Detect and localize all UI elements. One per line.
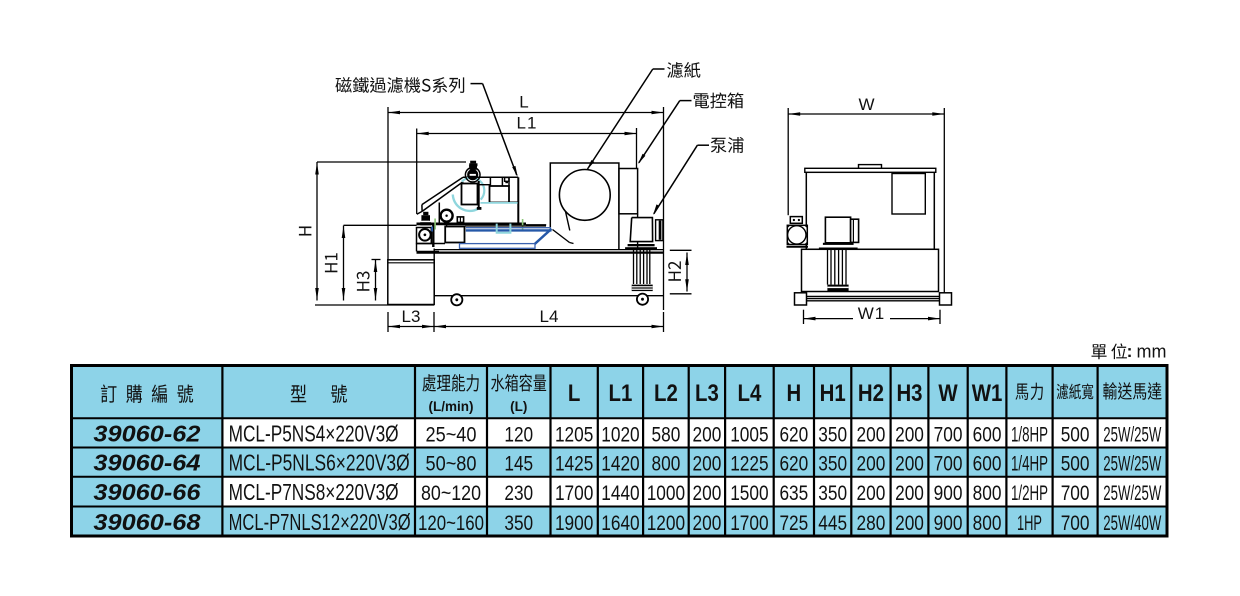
svg-text:L4: L4	[738, 380, 762, 407]
svg-text:L: L	[519, 93, 528, 112]
svg-text:80~120: 80~120	[421, 481, 481, 505]
svg-text:200: 200	[895, 452, 924, 476]
svg-text:25W/25W: 25W/25W	[1103, 452, 1161, 476]
svg-text:200: 200	[693, 452, 722, 476]
svg-text:L1: L1	[517, 114, 538, 133]
svg-text:(L/min): (L/min)	[429, 399, 474, 414]
svg-text:1500: 1500	[730, 481, 768, 505]
svg-text:1005: 1005	[730, 422, 768, 446]
svg-text:H: H	[787, 380, 802, 407]
svg-text:620: 620	[779, 452, 808, 476]
svg-text:700: 700	[1061, 511, 1090, 535]
svg-text:L3: L3	[695, 380, 719, 407]
svg-text:1700: 1700	[555, 481, 593, 505]
svg-text:1HP: 1HP	[1017, 511, 1042, 535]
svg-text:145: 145	[504, 452, 533, 476]
svg-text:200: 200	[895, 511, 924, 535]
svg-text:1/8HP: 1/8HP	[1011, 422, 1048, 446]
svg-text:200: 200	[857, 422, 886, 446]
svg-text:mm: mm	[1137, 342, 1167, 362]
svg-text:1205: 1205	[555, 422, 593, 446]
svg-text:H3: H3	[896, 380, 922, 407]
svg-text:900: 900	[934, 481, 963, 505]
svg-text:39060-62: 39060-62	[93, 420, 200, 446]
svg-text:L1: L1	[609, 380, 633, 407]
svg-text:120: 120	[504, 422, 533, 446]
svg-text:725: 725	[779, 511, 808, 535]
svg-text:900: 900	[934, 511, 963, 535]
svg-text:350: 350	[818, 422, 847, 446]
svg-text:1/4HP: 1/4HP	[1011, 452, 1048, 476]
svg-text:200: 200	[693, 422, 722, 446]
svg-text:800: 800	[973, 511, 1002, 535]
svg-text:1640: 1640	[601, 511, 639, 535]
svg-text:MCL-P5NS4×220V3Ø: MCL-P5NS4×220V3Ø	[229, 420, 399, 446]
svg-text:1425: 1425	[555, 452, 593, 476]
svg-text:500: 500	[1061, 452, 1090, 476]
svg-text:H1: H1	[820, 380, 846, 407]
svg-text:MCL-P7NS8×220V3Ø: MCL-P7NS8×220V3Ø	[229, 479, 399, 505]
svg-text:1200: 1200	[647, 511, 685, 535]
svg-text:25W/40W: 25W/40W	[1103, 511, 1161, 535]
svg-text:25~40: 25~40	[426, 422, 477, 446]
svg-text:445: 445	[818, 511, 847, 535]
svg-text:635: 635	[779, 481, 808, 505]
svg-text:39060-68: 39060-68	[93, 509, 200, 535]
svg-text:H2: H2	[858, 380, 884, 407]
svg-text:500: 500	[1061, 422, 1090, 446]
svg-text:620: 620	[779, 422, 808, 446]
svg-text:230: 230	[504, 481, 533, 505]
svg-text:1900: 1900	[555, 511, 593, 535]
svg-text:120~160: 120~160	[418, 511, 484, 535]
svg-text:1020: 1020	[601, 422, 639, 446]
svg-text:200: 200	[857, 481, 886, 505]
svg-text::: :	[1127, 341, 1133, 361]
svg-text:L4: L4	[540, 307, 559, 326]
svg-text:1700: 1700	[730, 511, 768, 535]
svg-text:W1: W1	[858, 304, 886, 323]
svg-text:350: 350	[504, 511, 533, 535]
svg-text:280: 280	[857, 511, 886, 535]
svg-text:200: 200	[693, 481, 722, 505]
svg-text:25W/25W: 25W/25W	[1103, 422, 1161, 446]
svg-text:350: 350	[818, 481, 847, 505]
svg-text:W1: W1	[972, 380, 1003, 407]
svg-text:700: 700	[934, 422, 963, 446]
svg-text:39060-66: 39060-66	[93, 479, 200, 505]
svg-text:1000: 1000	[647, 481, 685, 505]
svg-text:(L): (L)	[510, 399, 527, 414]
svg-text:200: 200	[895, 481, 924, 505]
svg-text:600: 600	[973, 422, 1002, 446]
svg-text:700: 700	[934, 452, 963, 476]
svg-text:580: 580	[652, 422, 681, 446]
svg-text:39060-64: 39060-64	[93, 450, 200, 476]
svg-text:800: 800	[652, 452, 681, 476]
svg-text:1420: 1420	[601, 452, 639, 476]
svg-text:200: 200	[693, 511, 722, 535]
svg-text:350: 350	[818, 452, 847, 476]
svg-text:W: W	[938, 380, 958, 407]
svg-text:L: L	[568, 380, 581, 407]
svg-text:1225: 1225	[730, 452, 768, 476]
svg-text:50~80: 50~80	[426, 452, 477, 476]
svg-text:L3: L3	[402, 307, 421, 326]
svg-text:25W/25W: 25W/25W	[1103, 481, 1161, 505]
svg-text:MCL-P7NLS12×220V3Ø: MCL-P7NLS12×220V3Ø	[229, 509, 411, 535]
svg-text:1/2HP: 1/2HP	[1011, 481, 1048, 505]
svg-text:200: 200	[895, 422, 924, 446]
svg-text:600: 600	[973, 452, 1002, 476]
svg-text:800: 800	[973, 481, 1002, 505]
svg-text:MCL-P5NLS6×220V3Ø: MCL-P5NLS6×220V3Ø	[229, 450, 410, 476]
svg-text:700: 700	[1061, 481, 1090, 505]
svg-text:200: 200	[857, 452, 886, 476]
svg-text:L2: L2	[654, 380, 678, 407]
svg-text:W: W	[858, 95, 874, 114]
svg-text:1440: 1440	[601, 481, 639, 505]
